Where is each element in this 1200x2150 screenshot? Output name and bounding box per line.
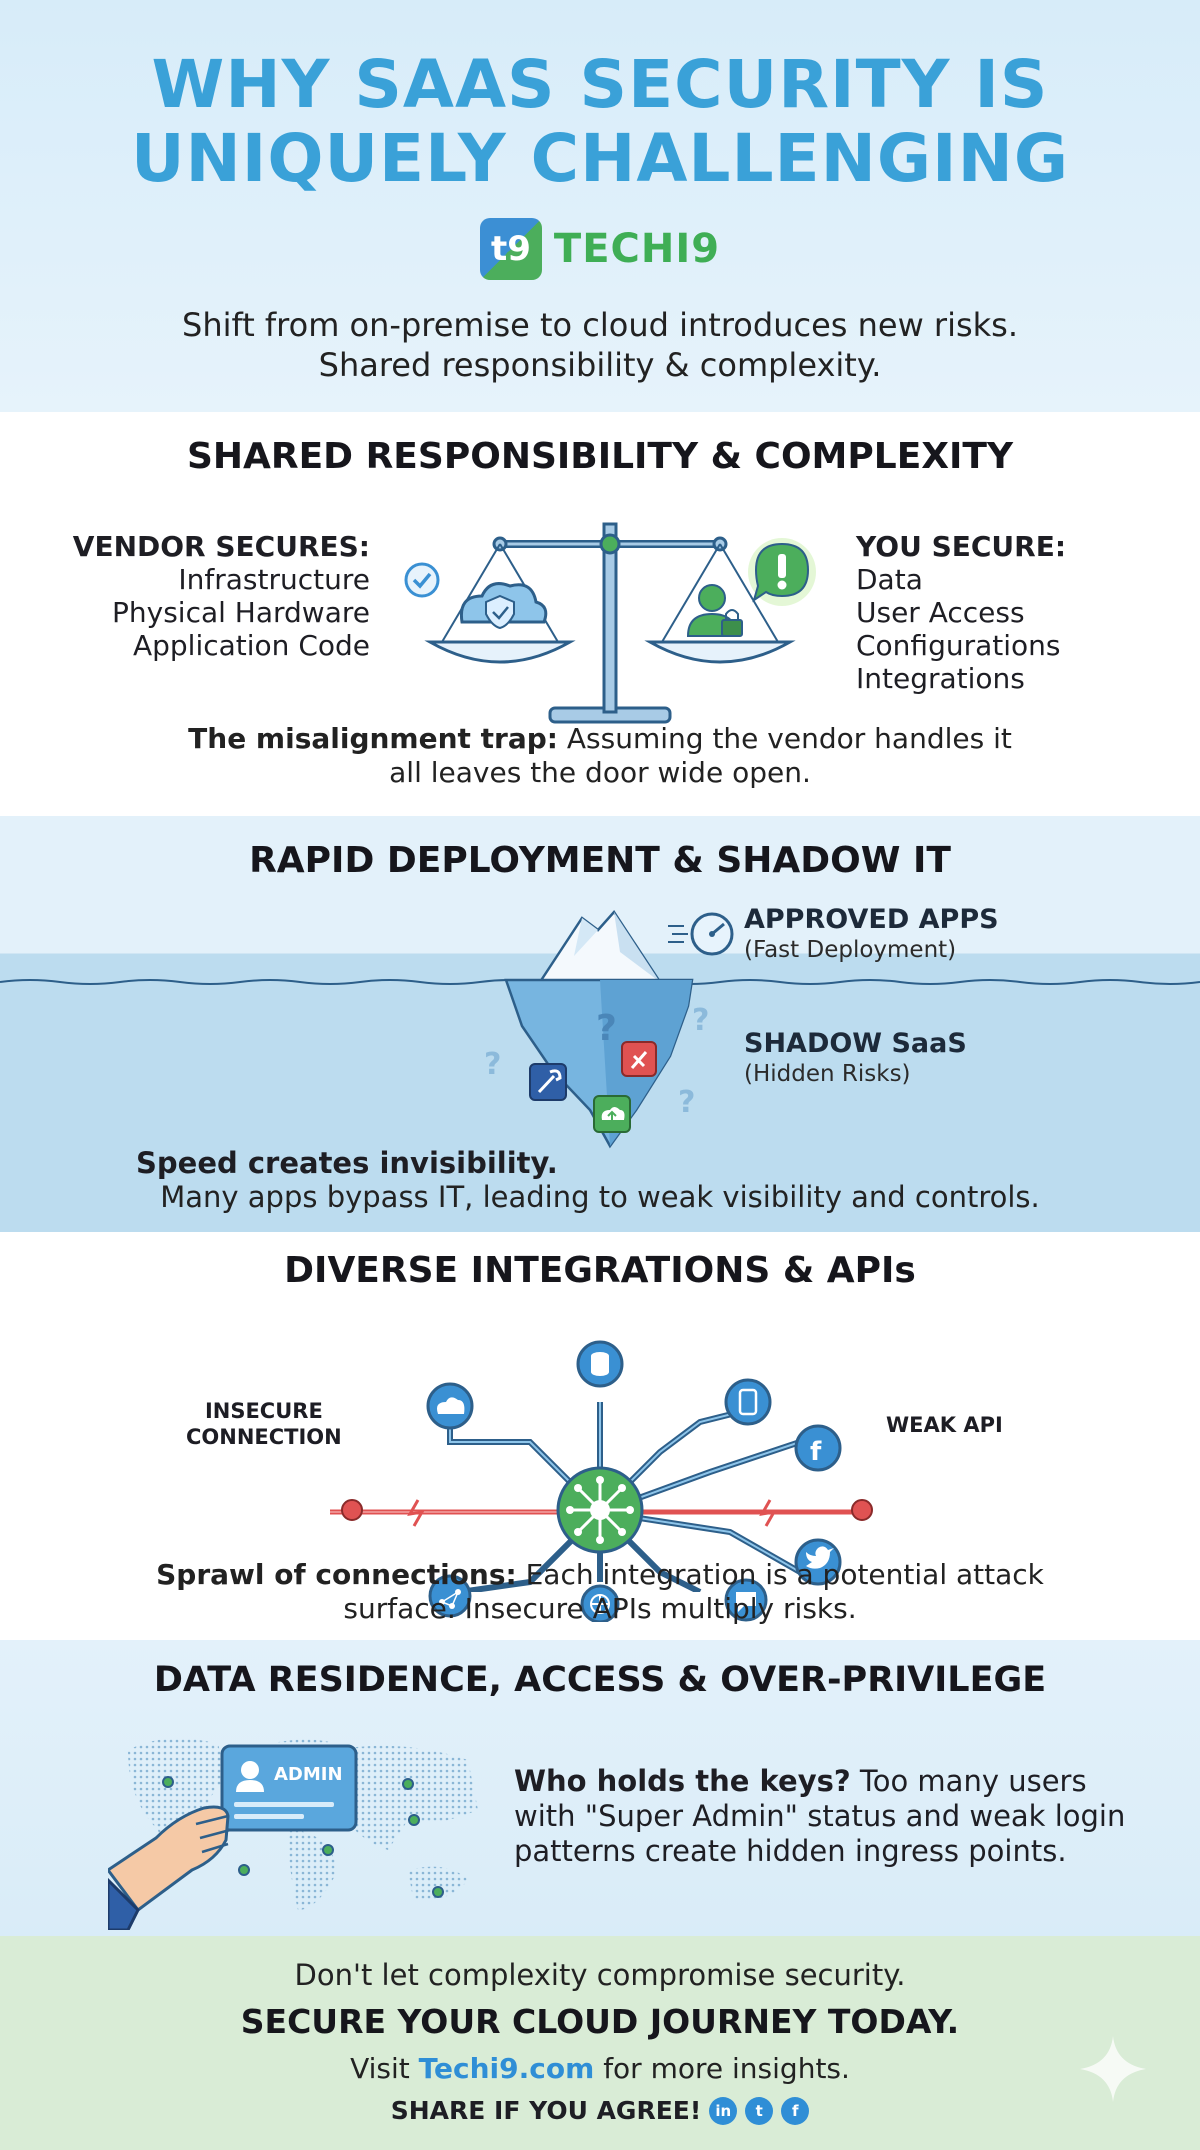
vendor-item: Physical Hardware bbox=[112, 596, 370, 629]
vendor-item: Infrastructure bbox=[178, 563, 370, 596]
balance-scale-icon bbox=[424, 522, 796, 724]
broken-app-icon bbox=[621, 1041, 657, 1077]
data-residence-section: DATA RESIDENCE, ACCESS & OVER-PRIVILEGE … bbox=[0, 1640, 1200, 1936]
integration-nodes: f bbox=[341, 1340, 873, 1622]
speedometer-icon bbox=[668, 912, 734, 956]
note-text-2: all leaves the door wide open. bbox=[389, 756, 811, 789]
website-link[interactable]: Techi9.com bbox=[418, 2052, 595, 2085]
mobile-icon bbox=[724, 1378, 772, 1426]
section-title: RAPID DEPLOYMENT & SHADOW IT bbox=[249, 840, 951, 881]
admin-card-label: ADMIN bbox=[274, 1764, 343, 1785]
weak-api-label: WEAK API bbox=[886, 1413, 1003, 1437]
chat-icon bbox=[724, 1578, 768, 1622]
header-section: WHY SAAS SECURITY IS UNIQUELY CHALLENGIN… bbox=[0, 0, 1200, 412]
note-text-2: surface. Insecure APIs multiply risks. bbox=[343, 1592, 857, 1625]
visit-post: for more insights. bbox=[594, 2052, 850, 2085]
techi9-logo-icon: t9 bbox=[479, 218, 542, 280]
cloud-shield-icon bbox=[459, 582, 548, 630]
database-icon bbox=[576, 1340, 624, 1388]
insecure-connection-label: INSECURE CONNECTION bbox=[186, 1398, 342, 1450]
sparkle-icon bbox=[1080, 2036, 1146, 2102]
footer-cta-section: Don't let complexity compromise security… bbox=[0, 1936, 1200, 2150]
insecure-label-line-1: INSECURE bbox=[204, 1399, 323, 1423]
svg-text:?: ? bbox=[692, 1003, 709, 1038]
alert-bubble-icon bbox=[748, 538, 816, 606]
vendor-secures-heading: VENDOR SECURES: bbox=[72, 530, 370, 563]
svg-text:f: f bbox=[810, 1437, 822, 1467]
you-secure-heading: YOU SECURE: bbox=[856, 530, 1067, 563]
note-text: Each integration is a potential attack bbox=[516, 1558, 1044, 1591]
keys-bold: Who holds the keys? bbox=[514, 1764, 851, 1798]
globe-icon bbox=[580, 1584, 620, 1622]
facebook-icon: f bbox=[794, 1424, 842, 1472]
intro-line-1: Shift from on-premise to cloud introduce… bbox=[182, 306, 1018, 344]
intro-text: Shift from on-premise to cloud introduce… bbox=[0, 305, 1200, 385]
section-title: SHARED RESPONSIBILITY & COMPLEXITY bbox=[186, 436, 1014, 477]
you-item: Integrations bbox=[856, 662, 1025, 695]
approved-apps-label: APPROVED APPS (Fast Deployment) bbox=[744, 904, 999, 963]
keys-text-2: with "Super Admin" status and weak login bbox=[514, 1799, 1126, 1833]
keys-text: Who holds the keys? Too many users with … bbox=[514, 1764, 1154, 1869]
admin-card: ADMIN bbox=[220, 1744, 358, 1832]
user-lock-icon bbox=[686, 584, 743, 637]
intro-line-2: Shared responsibility & complexity. bbox=[318, 346, 882, 384]
keys-text-3: patterns create hidden ingress points. bbox=[514, 1834, 1067, 1868]
brand-name: TECHI9 bbox=[553, 226, 721, 272]
hub-icon bbox=[556, 1466, 644, 1554]
visit-pre: Visit bbox=[350, 2052, 419, 2085]
shared-responsibility-section: SHARED RESPONSIBILITY & COMPLEXITY VENDO… bbox=[0, 412, 1200, 816]
twitter-icon bbox=[794, 1538, 842, 1586]
misalignment-note: The misalignment trap: Assuming the vend… bbox=[0, 722, 1200, 790]
insecure-label-line-2: CONNECTION bbox=[186, 1425, 342, 1449]
shadow-it-section: RAPID DEPLOYMENT & SHADOW IT ? ? ? ? bbox=[0, 816, 1200, 1232]
title-line-1: WHY SAAS SECURITY IS bbox=[151, 46, 1049, 123]
iceberg-icon: ? ? ? ? bbox=[484, 909, 709, 1149]
shadow-saas-sub: (Hidden Risks) bbox=[744, 1061, 911, 1087]
main-title: WHY SAAS SECURITY IS UNIQUELY CHALLENGIN… bbox=[0, 48, 1200, 196]
twitter-icon[interactable]: t bbox=[745, 2096, 774, 2125]
section-title: DIVERSE INTEGRATIONS & APIs bbox=[284, 1250, 916, 1291]
wrench-app-icon bbox=[529, 1063, 567, 1101]
note-bold: Sprawl of connections: bbox=[156, 1558, 517, 1591]
svg-text:?: ? bbox=[484, 1047, 501, 1082]
you-secure-list: YOU SECURE: Data User Access Configurati… bbox=[856, 530, 1066, 695]
you-item: Data bbox=[856, 563, 923, 596]
visit-line: Visit Techi9.com for more insights. bbox=[0, 2052, 1200, 2085]
approved-apps-sub: (Fast Deployment) bbox=[744, 937, 957, 963]
share-line: SHARE IF YOU AGREE! in t f bbox=[0, 2096, 1200, 2125]
cta-line-1: Don't let complexity compromise security… bbox=[294, 1958, 906, 1992]
section-title: DATA RESIDENCE, ACCESS & OVER-PRIVILEGE bbox=[153, 1660, 1047, 1700]
sprawl-note: Sprawl of connections: Each integration … bbox=[0, 1558, 1200, 1626]
brand: t9 TECHI9 bbox=[0, 218, 1200, 280]
cloud-icon bbox=[426, 1382, 474, 1430]
linkedin-icon[interactable]: in bbox=[709, 2096, 738, 2125]
world-map-icon: ADMIN bbox=[108, 1738, 478, 1930]
cloud-upload-app-icon bbox=[593, 1095, 631, 1133]
checkmark-icon bbox=[404, 562, 440, 598]
network-icon bbox=[428, 1574, 472, 1618]
integrations-section: DIVERSE INTEGRATIONS & APIs bbox=[0, 1232, 1200, 1640]
vendor-item: Application Code bbox=[132, 629, 370, 662]
share-text: SHARE IF YOU AGREE! bbox=[390, 2096, 702, 2125]
note-text: Assuming the vendor handles it bbox=[558, 722, 1012, 755]
you-item: User Access bbox=[856, 596, 1025, 629]
note-bold: The misalignment trap: bbox=[188, 722, 558, 755]
approved-apps-title: APPROVED APPS bbox=[744, 904, 999, 935]
svg-text:?: ? bbox=[596, 1008, 617, 1049]
shadow-saas-title: SHADOW SaaS bbox=[744, 1028, 967, 1059]
facebook-icon[interactable]: f bbox=[781, 2096, 810, 2125]
title-line-2: UNIQUELY CHALLENGING bbox=[130, 120, 1070, 197]
svg-text:?: ? bbox=[678, 1085, 695, 1120]
speed-text: Many apps bypass IT, leading to weak vis… bbox=[160, 1180, 1040, 1214]
hand-holding-card-icon bbox=[108, 1805, 231, 1930]
vendor-secures-list: VENDOR SECURES: Infrastructure Physical … bbox=[73, 530, 370, 662]
cta-headline: SECURE YOUR CLOUD JOURNEY TODAY. bbox=[240, 2002, 960, 2041]
keys-text-1: Too many users bbox=[850, 1764, 1087, 1798]
you-item: Configurations bbox=[856, 629, 1061, 662]
shadow-saas-label: SHADOW SaaS (Hidden Risks) bbox=[744, 1028, 967, 1087]
speed-heading: Speed creates invisibility. bbox=[136, 1146, 558, 1180]
